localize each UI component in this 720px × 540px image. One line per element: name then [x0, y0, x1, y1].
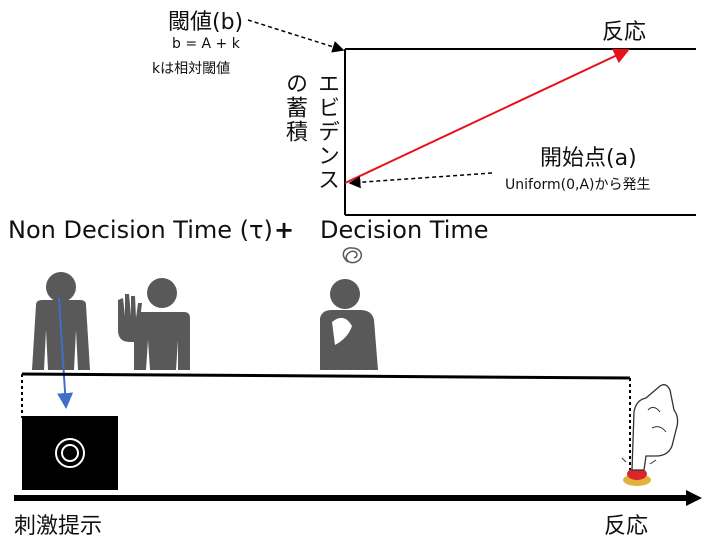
threshold-note: kは相対閾値 — [152, 61, 231, 77]
start-point-pointer-arrow — [348, 172, 493, 189]
person-raising-hand-icon — [118, 278, 190, 370]
response-label-top: 反応 — [602, 20, 647, 45]
threshold-title: 閾値(b) — [168, 10, 244, 35]
response-label-bottom: 反応 — [604, 514, 649, 539]
time-axis-arrow — [14, 490, 702, 506]
evidence-plot — [247, 19, 696, 216]
start-point-title: 開始点(a) — [540, 146, 637, 171]
start-point-note: Uniform(0,A)から発生 — [505, 177, 651, 193]
non-decision-time-label: Non Decision Time (τ) — [8, 216, 273, 244]
threshold-formula: b = A + k — [172, 36, 240, 52]
perception-arrow — [57, 297, 74, 409]
confused-scribble-icon — [342, 247, 363, 264]
threshold-pointer-arrow — [247, 19, 345, 53]
evidence-accumulation-line — [344, 48, 630, 184]
evidence-axis-label-col2: の蓄積 — [282, 72, 307, 144]
stimulus-presentation-label: 刺激提示 — [14, 514, 103, 539]
stimulus-screen — [22, 416, 118, 490]
person-thinking-icon — [320, 279, 378, 370]
timeline-bracket — [21, 372, 631, 470]
decision-time-label: Decision Time — [320, 216, 489, 244]
plus-sign: + — [274, 216, 295, 244]
hand-pressing-button-icon — [621, 384, 679, 486]
evidence-axis-label-col1: エビデンス — [314, 72, 339, 192]
